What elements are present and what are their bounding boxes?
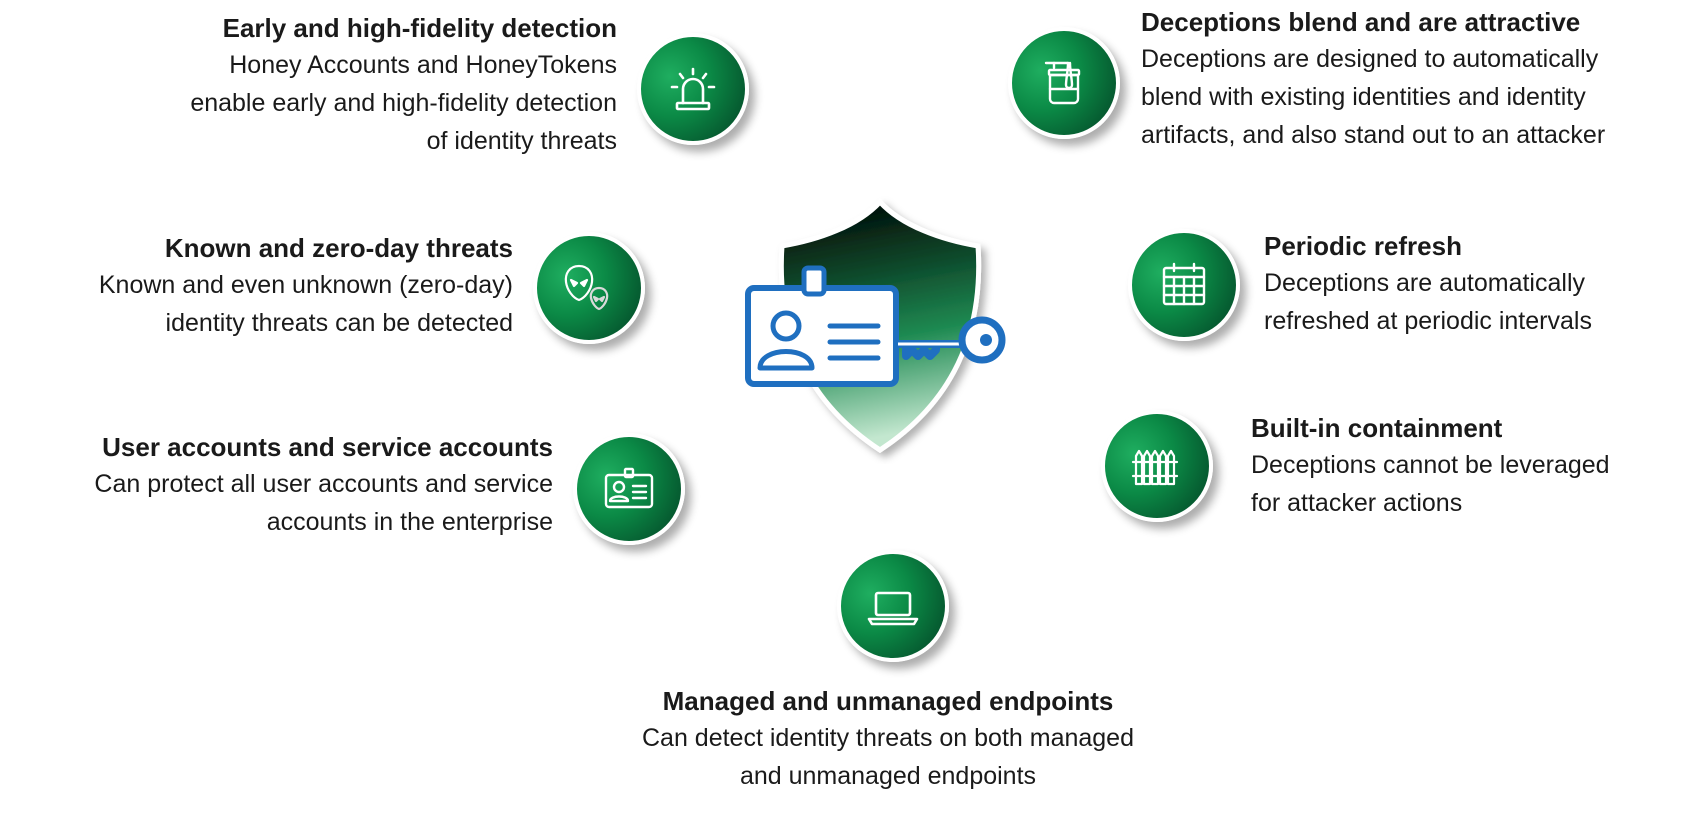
honey-jar-icon xyxy=(1008,27,1120,139)
description-line: for attacker actions xyxy=(1251,489,1463,517)
feature-title: Managed and unmanaged endpoints xyxy=(662,686,1114,716)
description-line: of identity threats xyxy=(426,127,617,155)
feature-description: Can detect identity threats on both mana… xyxy=(544,719,1232,795)
feature-zero-day: Known and zero-day threats Known and eve… xyxy=(99,230,513,342)
shield-id-key-icon xyxy=(745,198,1006,453)
feature-title: Built-in containment xyxy=(1251,413,1503,443)
feature-description: Can protect all user accounts and servic… xyxy=(94,465,553,541)
feature-title: Deceptions blend and are attractive xyxy=(1141,7,1581,37)
laptop-icon xyxy=(837,550,949,662)
id-badge-icon xyxy=(573,433,685,545)
description-line: Deceptions cannot be leveraged xyxy=(1251,451,1610,479)
description-line: Deceptions are automatically xyxy=(1264,269,1585,297)
description-line: Deceptions are designed to automatically xyxy=(1141,45,1599,73)
description-line: blend with existing identities and ident… xyxy=(1141,83,1586,111)
feature-blend: Deceptions blend and are attractive Dece… xyxy=(1141,4,1605,154)
key-graphic xyxy=(894,316,1006,364)
calendar-icon xyxy=(1128,229,1240,341)
feature-description: Deceptions are automatically refreshed a… xyxy=(1264,264,1592,340)
description-line: refreshed at periodic intervals xyxy=(1264,307,1592,335)
description-line: Honey Accounts and HoneyTokens xyxy=(229,51,617,79)
alarm-light-icon xyxy=(637,33,749,145)
description-line: and unmanaged endpoints xyxy=(739,762,1037,790)
feature-title: User accounts and service accounts xyxy=(102,432,553,462)
feature-title: Known and zero-day threats xyxy=(164,233,513,263)
description-line: Known and even unknown (zero-day) xyxy=(98,271,513,299)
feature-containment: Built-in containment Deceptions cannot b… xyxy=(1251,410,1610,522)
feature-description: Known and even unknown (zero-day) identi… xyxy=(99,266,513,342)
feature-refresh: Periodic refresh Deceptions are automati… xyxy=(1264,228,1592,340)
description-line: identity threats can be detected xyxy=(165,309,513,337)
feature-endpoints: Managed and unmanaged endpoints Can dete… xyxy=(544,683,1232,795)
id-card-graphic xyxy=(745,265,899,387)
description-line: enable early and high-fidelity detection xyxy=(190,89,617,117)
description-line: accounts in the enterprise xyxy=(266,508,553,536)
feature-title: Periodic refresh xyxy=(1264,231,1462,261)
alien-icon xyxy=(533,232,645,344)
feature-description: Honey Accounts and HoneyTokens enable ea… xyxy=(190,46,617,160)
feature-description: Deceptions are designed to automatically… xyxy=(1141,40,1605,154)
description-line: Can protect all user accounts and servic… xyxy=(94,470,553,498)
feature-early-detection: Early and high-fidelity detection Honey … xyxy=(190,10,617,160)
feature-title: Early and high-fidelity detection xyxy=(222,13,617,43)
fence-icon xyxy=(1101,410,1213,522)
feature-description: Deceptions cannot be leveraged for attac… xyxy=(1251,446,1610,522)
description-line: artifacts, and also stand out to an atta… xyxy=(1141,121,1606,149)
description-line: Can detect identity threats on both mana… xyxy=(642,724,1134,752)
feature-accounts: User accounts and service accounts Can p… xyxy=(94,429,553,541)
